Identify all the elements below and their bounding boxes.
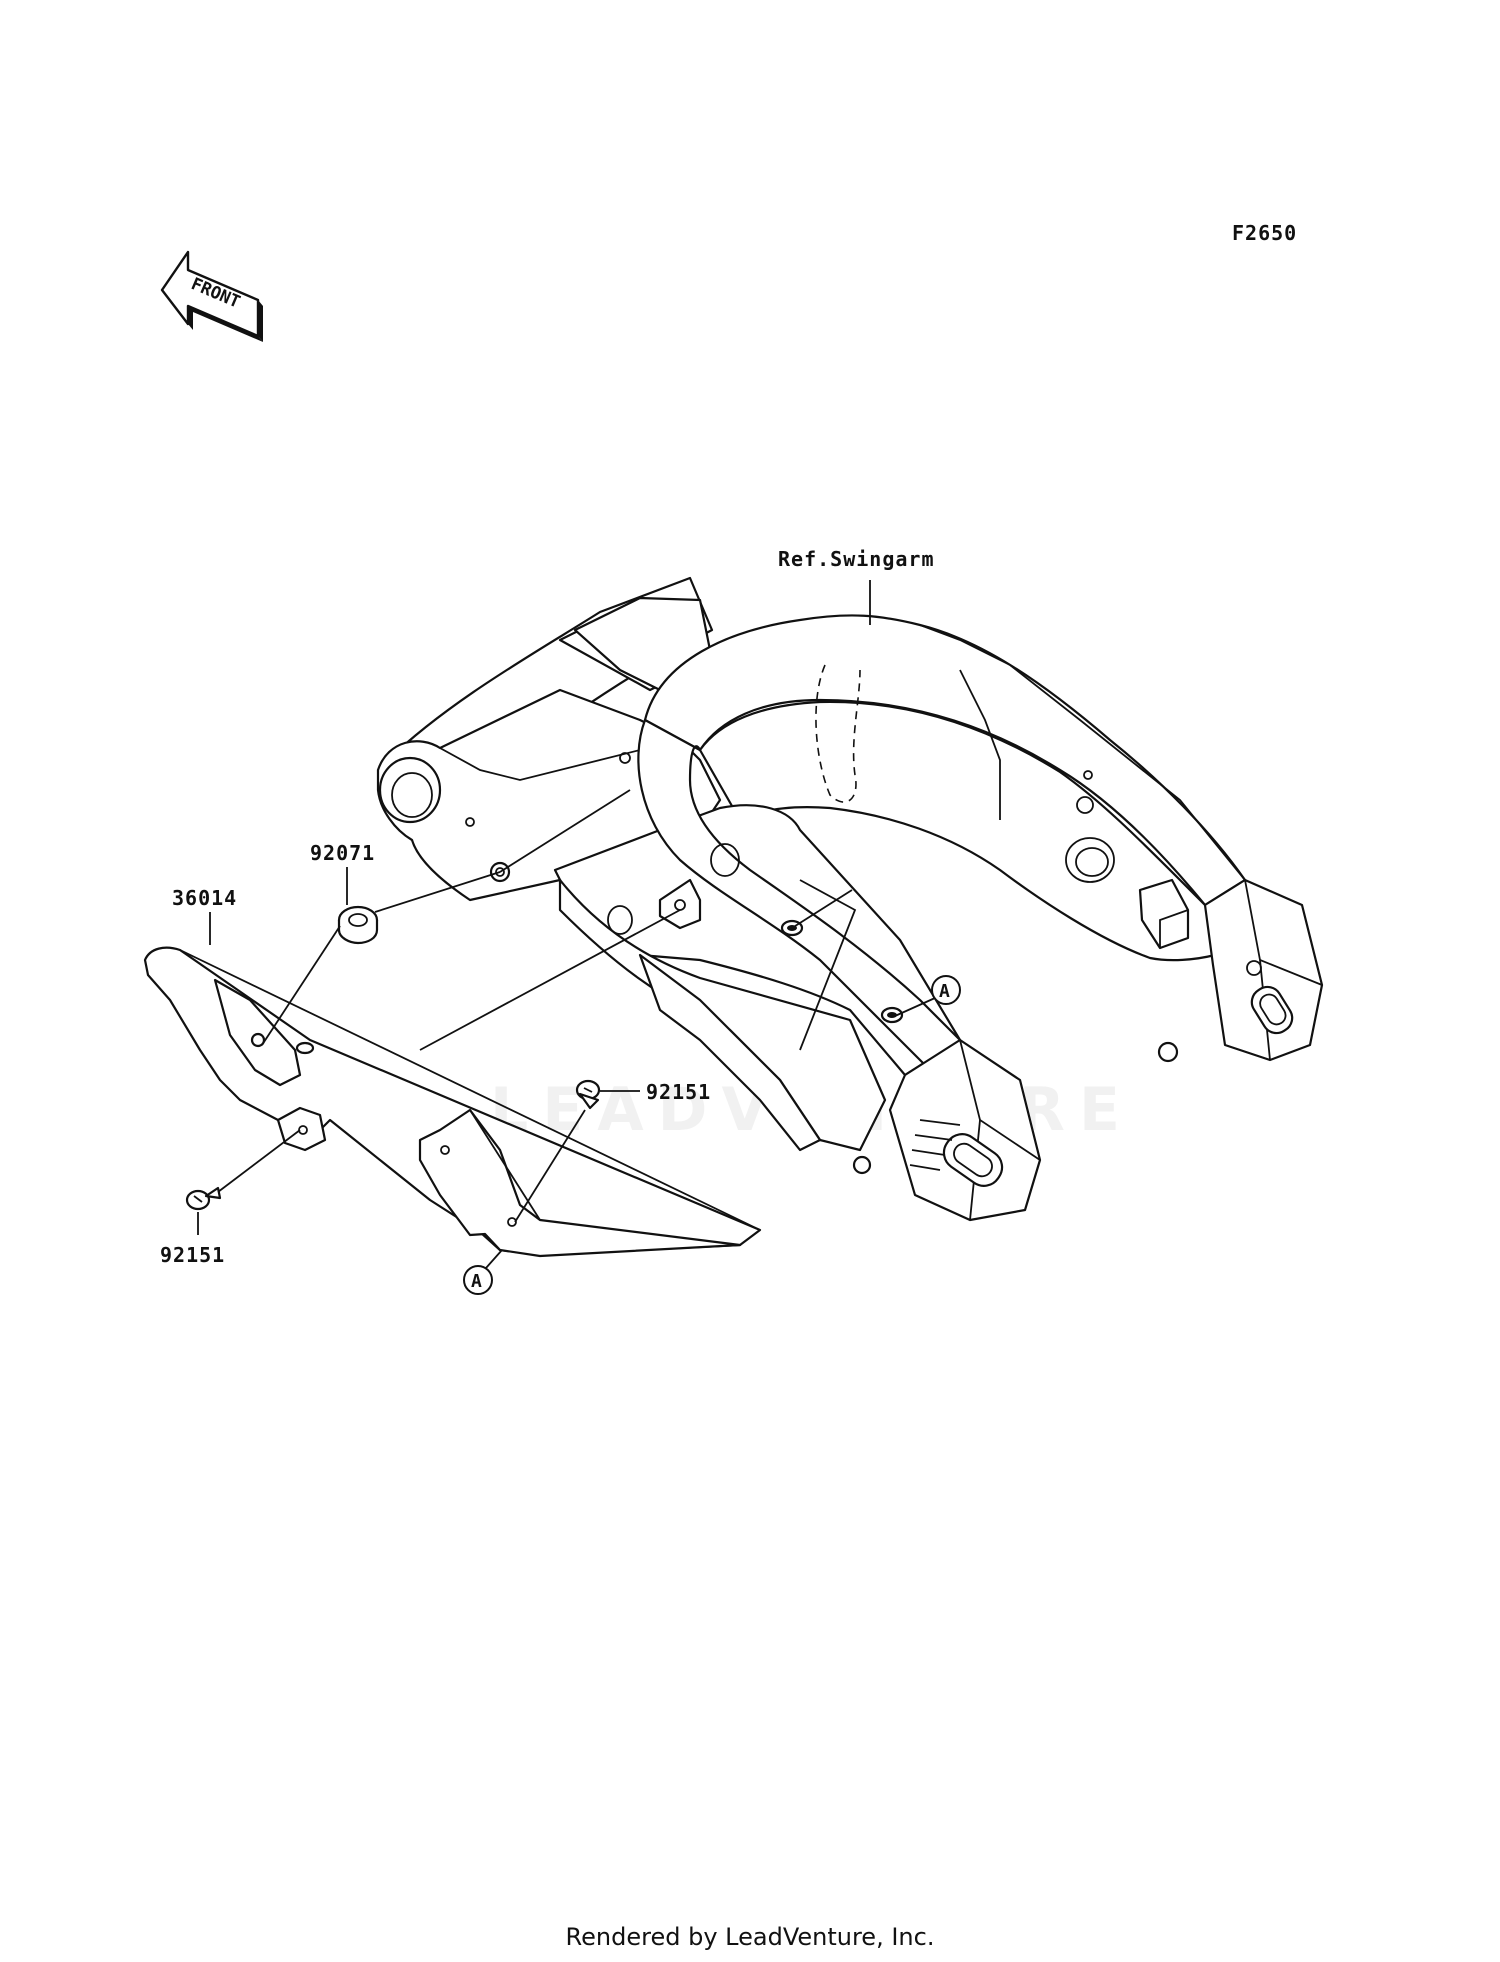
svg-text:A: A <box>471 1271 483 1292</box>
chain-cover-part <box>143 946 762 1258</box>
leader-lines <box>197 580 936 1269</box>
diagram-id: F2650 <box>1232 221 1297 245</box>
front-arrow-icon: FRONT <box>160 250 263 342</box>
part-label-92071: 92071 <box>310 841 375 865</box>
svg-text:A: A <box>939 981 951 1002</box>
footer-credit: Rendered by LeadVenture, Inc. <box>566 1923 935 1951</box>
bolt-upper-part <box>575 1079 601 1110</box>
part-label-92151-lower: 92151 <box>160 1243 225 1267</box>
bolt-lower-part <box>185 1186 222 1211</box>
part-label-92151-upper: 92151 <box>646 1080 711 1104</box>
callout-a-lower: A <box>463 1265 493 1295</box>
left-axle-slot <box>942 1133 1004 1187</box>
callout-a-upper: A <box>931 975 961 1005</box>
part-label-36014: 36014 <box>172 886 237 910</box>
swingarm-drawing <box>376 576 1324 1222</box>
grommet-part <box>337 905 379 945</box>
reference-label: Ref.Swingarm <box>778 547 935 571</box>
